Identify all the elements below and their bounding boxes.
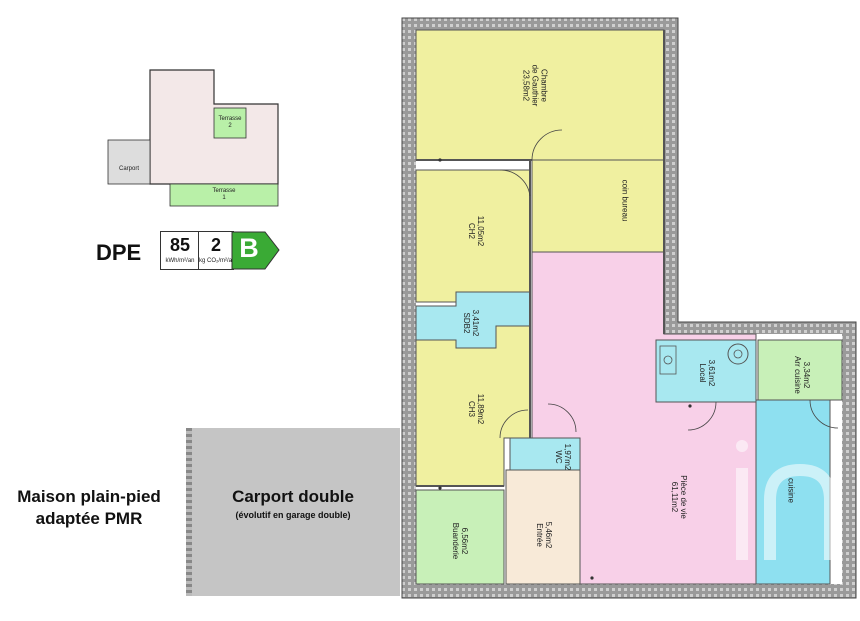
label-chambre: Chambre de Gauthier 23,58m2 — [522, 51, 549, 121]
arr-cuisine-name: Arr cuisine — [793, 356, 802, 394]
room-arr-cuisine — [757, 339, 843, 401]
piece-de-vie-area: 61,11m2 — [670, 481, 679, 513]
carport-wall — [186, 428, 192, 596]
wc-name: WC — [554, 450, 563, 464]
carport-subtitle: (évolutif en garage double) — [235, 510, 351, 520]
title-line-2: adaptée PMR — [35, 509, 143, 528]
chambre-area: 23,58m2 — [521, 69, 531, 102]
mini-carport-label: Carport — [118, 166, 139, 172]
local-appliance-icon — [659, 345, 677, 375]
entree-name: Entrée — [535, 523, 544, 547]
room-coin-bureau — [531, 159, 665, 253]
entree-area: 5,46m2 — [544, 521, 553, 549]
property-title: Maison plain-pied adaptée PMR — [4, 486, 174, 530]
label-coin-bureau: coin bureau — [621, 166, 630, 236]
chambre-line1: Chambre — [539, 69, 549, 102]
dpe-label: DPE — [96, 240, 142, 265]
buanderie-name: Buanderie — [451, 522, 460, 560]
ch2-name: CH2 — [467, 222, 476, 239]
dpe-ghg-value: 2 — [210, 235, 221, 255]
dpe-class-badge — [231, 231, 280, 270]
ch3-area: 11,89m2 — [476, 393, 485, 425]
watermark-logo — [736, 440, 836, 560]
arr-cuisine-area: 3,34m2 — [802, 361, 811, 389]
room-ch2 — [415, 169, 531, 303]
piece-de-vie-name: Pièce de vie — [679, 475, 688, 519]
mini-carport — [107, 139, 151, 185]
dpe-class-letter: B — [239, 233, 259, 263]
label-entree: 5,46m2 Entrée — [535, 507, 553, 563]
buanderie-area: 6,56m2 — [460, 527, 469, 555]
label-buanderie: 6,56m2 Buanderie — [451, 511, 469, 571]
sdb2-area: 3,41m2 — [471, 309, 480, 337]
carport-area — [186, 428, 400, 596]
mini-terrasse-1-label: Terrasse 1 — [212, 188, 236, 201]
coin-bureau-name: coin bureau — [620, 179, 630, 222]
local-area: 3,61m2 — [707, 359, 716, 387]
mini-terrasse-2 — [213, 107, 247, 139]
mini-site-plan — [107, 69, 279, 207]
dpe-ghg-box: 2 kg CO₂/m²/an — [198, 231, 236, 270]
mini-terrasse-1 — [169, 183, 279, 207]
label-piece-de-vie: Pièce de vie 61,11m2 — [670, 462, 688, 532]
cuisine-name: cuisine — [786, 478, 796, 503]
label-wc: 1,97m2 WC — [554, 432, 572, 482]
label-ch3: 11,89m2 CH3 — [467, 379, 485, 439]
room-buanderie — [415, 489, 505, 585]
ch3-name: CH3 — [467, 400, 476, 417]
label-ch2: 11,05m2 CH2 — [467, 201, 485, 261]
carport-title: Carport double — [232, 487, 354, 506]
dpe-energy-unit: kWh/m²/an — [165, 258, 195, 264]
local-sink-icon — [727, 343, 749, 365]
local-name: Local — [698, 363, 707, 383]
chambre-line2: de Gauthier — [530, 64, 540, 107]
label-arr-cuisine: 3,34m2 Arr cuisine — [793, 345, 811, 405]
dpe-energy-box: 85 kWh/m²/an — [160, 231, 200, 270]
title-line-1: Maison plain-pied — [17, 487, 161, 506]
door-swings — [499, 129, 839, 439]
ch2-area: 11,05m2 — [476, 215, 485, 247]
label-cuisine: cuisine — [787, 466, 796, 516]
dpe-energy-value: 85 — [169, 235, 191, 255]
room-entree — [505, 469, 581, 585]
label-local: 3,61m2 Local — [698, 348, 716, 398]
wc-area: 1,97m2 — [563, 443, 572, 471]
dpe-ghg-unit: kg CO₂/m²/an — [199, 258, 236, 264]
room-wc — [509, 437, 581, 471]
sdb2-name: SDB2 — [462, 312, 471, 334]
room-chambre — [415, 29, 665, 161]
label-sdb2: 3,41m2 SDB2 — [462, 298, 480, 348]
mini-terrasse-2-label: Terrasse 2 — [218, 116, 242, 129]
